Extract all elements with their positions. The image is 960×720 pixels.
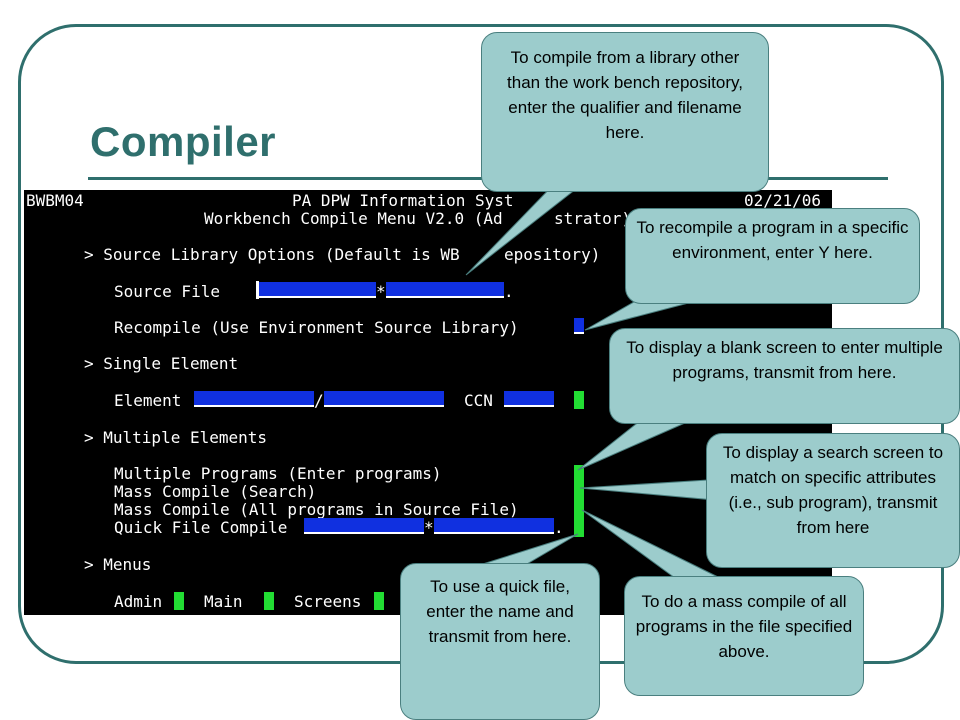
multiple-programs-label: Multiple Programs (Enter programs) (114, 464, 442, 483)
system-name: PA DPW Information Syst (292, 191, 514, 210)
source-file-label: Source File (114, 282, 220, 301)
separator-slash: / (314, 391, 324, 410)
section-multiple-elements: > Multiple Elements (84, 428, 268, 447)
quick-file-transmit[interactable] (574, 519, 584, 537)
callout-search-screen: To display a search screen to match on s… (706, 433, 960, 568)
ccn-field[interactable] (504, 391, 554, 407)
menu-title-tail: strator) (554, 209, 632, 228)
callout-quick-file: To use a quick file, enter the name and … (400, 563, 600, 720)
menu-admin-label: Admin (114, 592, 163, 611)
separator-star: * (376, 282, 386, 301)
quick-file-qualifier-field[interactable] (304, 518, 424, 534)
section-source-options: > Source Library Options (Default is WB (84, 245, 460, 264)
menu-screens-label: Screens (294, 592, 362, 611)
mass-all-label: Mass Compile (All programs in Source Fil… (114, 500, 519, 519)
callout-recompile: To recompile a program in a specific env… (625, 208, 920, 304)
quick-separator-period: . (554, 518, 564, 537)
menu-screens-select[interactable] (374, 592, 384, 610)
source-filename-field[interactable] (386, 282, 504, 298)
quick-separator-star: * (424, 518, 434, 537)
screen-date: 02/21/06 (744, 191, 822, 210)
callout-mass-compile: To do a mass compile of all programs in … (624, 576, 864, 696)
menu-main-label: Main (204, 592, 243, 611)
screen-id: BWBM04 (26, 191, 84, 210)
section-source-options-tail: epository) (504, 245, 601, 264)
single-element-transmit[interactable] (574, 391, 584, 409)
mass-search-label: Mass Compile (Search) (114, 482, 317, 501)
quick-file-label: Quick File Compile (114, 518, 288, 537)
element-field-2[interactable] (324, 391, 444, 407)
element-field-1[interactable] (194, 391, 314, 407)
slide-title: Compiler (90, 118, 277, 165)
recompile-label: Recompile (Use Environment Source Librar… (114, 318, 519, 337)
source-qualifier-field[interactable] (256, 282, 376, 298)
callout-library: To compile from a library other than the… (481, 32, 769, 192)
mass-all-transmit[interactable] (574, 501, 584, 519)
menu-title: Workbench Compile Menu V2.0 (Ad (204, 209, 503, 228)
multiple-programs-transmit[interactable] (574, 465, 584, 483)
quick-file-filename-field[interactable] (434, 518, 554, 534)
recompile-field[interactable] (574, 318, 584, 334)
text-cursor (256, 281, 259, 299)
section-menus: > Menus (84, 555, 152, 574)
element-label: Element (114, 391, 182, 410)
mass-search-transmit[interactable] (574, 483, 584, 501)
callout-blank-screen: To display a blank screen to enter multi… (609, 328, 960, 424)
separator-period: . (504, 282, 514, 301)
section-single-element: > Single Element (84, 354, 239, 373)
menu-admin-select[interactable] (174, 592, 184, 610)
menu-main-select[interactable] (264, 592, 274, 610)
ccn-label: CCN (464, 391, 493, 410)
